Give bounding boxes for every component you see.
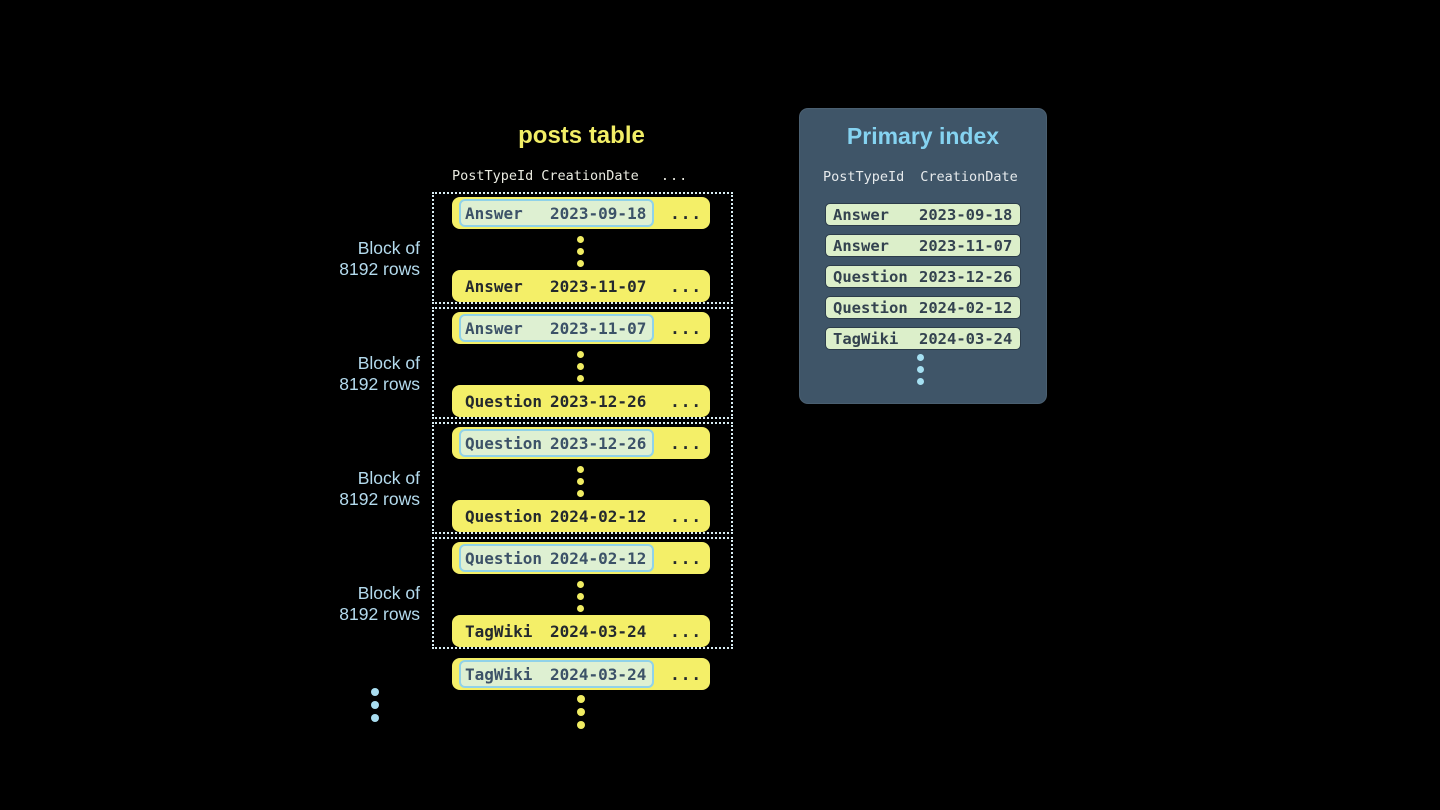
row-more-columns: ... (670, 506, 702, 526)
indexed-value-highlight: Question 2024-02-12 (459, 544, 654, 572)
posts-row-last: Question 2024-02-12 ... (452, 500, 710, 532)
post-type: TagWiki (833, 329, 899, 348)
posts-row-last: Answer 2023-11-07 ... (452, 270, 710, 302)
post-type: TagWiki (465, 621, 533, 641)
posts-header-creationdate: CreationDate (541, 168, 639, 184)
row-more-columns: ... (670, 203, 702, 223)
indexed-value-highlight: TagWiki 2024-03-24 (459, 660, 654, 688)
block-label-line1: Block of (357, 238, 420, 258)
more-index-entries-ellipsis-dots (917, 354, 924, 385)
posts-row-first: Question 2023-12-26 ... (452, 427, 710, 459)
row-more-columns: ... (670, 548, 702, 568)
row-more-columns: ... (670, 664, 702, 684)
rows-ellipsis-dots (577, 351, 584, 382)
row-values: Answer 2023-11-07 (459, 272, 654, 300)
creation-date: 2023-11-07 (919, 236, 1013, 255)
post-type: TagWiki (465, 664, 533, 684)
block-label-line2: 8192 rows (339, 259, 420, 279)
primary-index-column-headers: PostTypeId CreationDate (823, 169, 1018, 185)
posts-row-next-block-start: TagWiki 2024-03-24 ... (452, 658, 710, 690)
creation-date: 2023-09-18 (919, 205, 1013, 224)
index-entry: Answer 2023-09-18 (825, 203, 1021, 226)
row-more-columns: ... (670, 621, 702, 641)
rows-ellipsis-dots (577, 581, 584, 612)
creation-date: 2024-03-24 (550, 664, 647, 684)
posts-row-last: TagWiki 2024-03-24 ... (452, 615, 710, 647)
row-more-columns: ... (670, 318, 702, 338)
row-more-columns: ... (670, 276, 702, 296)
indexed-value-highlight: Answer 2023-09-18 (459, 199, 654, 227)
index-header-creationdate: CreationDate (920, 169, 1018, 185)
creation-date: 2023-12-26 (919, 267, 1013, 286)
index-entry: Question 2023-12-26 (825, 265, 1021, 288)
block-label-line2: 8192 rows (339, 489, 420, 509)
posts-row-first: Question 2024-02-12 ... (452, 542, 710, 574)
post-type: Question (465, 506, 543, 526)
more-blocks-ellipsis-dots (371, 688, 379, 722)
block-label-1: Block of 8192 rows (240, 238, 420, 280)
posts-header-ellipsis: ... (660, 168, 689, 184)
creation-date: 2024-03-24 (550, 621, 647, 641)
primary-index-title: Primary index (846, 123, 1000, 149)
row-more-columns: ... (670, 433, 702, 453)
posts-block-4: Question 2024-02-12 ... TagWiki 2024-03-24… (432, 537, 733, 649)
row-values: TagWiki 2024-03-24 (459, 617, 654, 645)
rows-ellipsis-dots (577, 466, 584, 497)
rows-ellipsis-dots (577, 236, 584, 267)
post-type: Answer (465, 318, 523, 338)
block-label-line1: Block of (357, 353, 420, 373)
posts-table-column-headers: PostTypeId CreationDate ... (452, 168, 688, 184)
indexed-value-highlight: Question 2023-12-26 (459, 429, 654, 457)
post-type: Answer (833, 236, 889, 255)
index-entry: Answer 2023-11-07 (825, 234, 1021, 257)
block-label-2: Block of 8192 rows (240, 353, 420, 395)
post-type: Question (465, 433, 543, 453)
creation-date: 2023-12-26 (550, 391, 647, 411)
index-entry: Question 2024-02-12 (825, 296, 1021, 319)
post-type: Question (465, 391, 543, 411)
row-values: Question 2023-12-26 (459, 387, 654, 415)
posts-table-title: posts table (518, 122, 645, 149)
more-rows-ellipsis-dots (577, 695, 585, 729)
posts-block-2: Answer 2023-11-07 ... Question 2023-12-26 … (432, 307, 733, 419)
index-entry: TagWiki 2024-03-24 (825, 327, 1021, 350)
block-label-line2: 8192 rows (339, 374, 420, 394)
creation-date: 2023-11-07 (550, 276, 647, 296)
block-label-line1: Block of (357, 468, 420, 488)
row-values: Question 2024-02-12 (459, 502, 654, 530)
index-header-posttypeid: PostTypeId (823, 169, 905, 185)
creation-date: 2024-02-12 (550, 548, 647, 568)
block-label-line2: 8192 rows (339, 604, 420, 624)
primary-index-panel: Primary index PostTypeId CreationDate An… (799, 108, 1047, 404)
post-type: Answer (465, 276, 523, 296)
indexed-value-highlight: Answer 2023-11-07 (459, 314, 654, 342)
post-type: Question (833, 267, 908, 286)
creation-date: 2024-02-12 (550, 506, 647, 526)
posts-block-1: Answer 2023-09-18 ... Answer 2023-11-07 ..… (432, 192, 733, 304)
posts-row-first: Answer 2023-11-07 ... (452, 312, 710, 344)
posts-header-posttypeid: PostTypeId (452, 168, 534, 184)
creation-date: 2023-11-07 (550, 318, 647, 338)
post-type: Question (833, 298, 908, 317)
block-label-3: Block of 8192 rows (240, 468, 420, 510)
block-label-4: Block of 8192 rows (240, 583, 420, 625)
creation-date: 2023-12-26 (550, 433, 647, 453)
posts-block-3: Question 2023-12-26 ... Question 2024-02-1… (432, 422, 733, 534)
creation-date: 2023-09-18 (550, 203, 647, 223)
creation-date: 2024-03-24 (919, 329, 1013, 348)
block-label-line1: Block of (357, 583, 420, 603)
post-type: Question (465, 548, 543, 568)
post-type: Answer (465, 203, 523, 223)
posts-row-last: Question 2023-12-26 ... (452, 385, 710, 417)
posts-row-first: Answer 2023-09-18 ... (452, 197, 710, 229)
post-type: Answer (833, 205, 889, 224)
creation-date: 2024-02-12 (919, 298, 1013, 317)
row-more-columns: ... (670, 391, 702, 411)
